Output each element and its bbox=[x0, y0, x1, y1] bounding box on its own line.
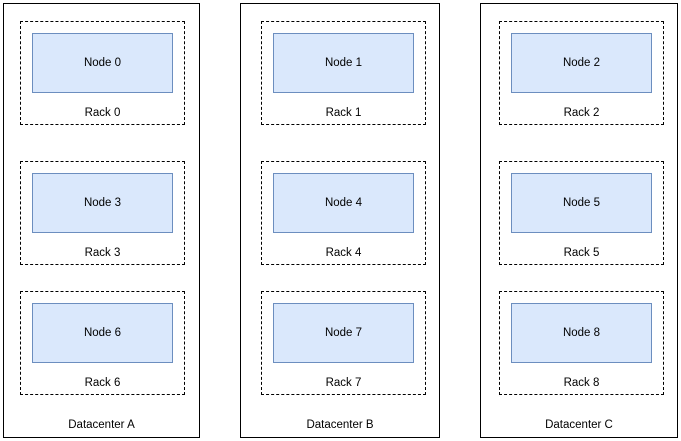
rack-label: Rack 5 bbox=[563, 247, 600, 259]
rack-container[interactable]: Node 6 Rack 6 bbox=[20, 291, 185, 395]
node-label: Node 2 bbox=[562, 57, 601, 69]
rack-container[interactable]: Node 0 Rack 0 bbox=[20, 21, 185, 125]
rack-container[interactable]: Node 2 Rack 2 bbox=[499, 21, 664, 125]
rack-container[interactable]: Node 1 Rack 1 bbox=[261, 21, 426, 125]
datacenter-container[interactable]: Node 2 Rack 2 Node 5 Rack 5 Node 8 Rack 8 Data… bbox=[480, 3, 678, 438]
datacenter-label: Datacenter C bbox=[545, 419, 613, 431]
rack-container[interactable]: Node 7 Rack 7 bbox=[261, 291, 426, 395]
node-label: Node 7 bbox=[324, 327, 363, 339]
rack-container[interactable]: Node 5 Rack 5 bbox=[499, 161, 664, 265]
rack-label: Rack 7 bbox=[325, 377, 362, 389]
rack-container[interactable]: Node 3 Rack 3 bbox=[20, 161, 185, 265]
node-box[interactable]: Node 8 bbox=[511, 303, 652, 363]
node-box[interactable]: Node 5 bbox=[511, 173, 652, 233]
rack-label: Rack 0 bbox=[84, 107, 121, 119]
rack-label: Rack 1 bbox=[325, 107, 362, 119]
node-box[interactable]: Node 2 bbox=[511, 33, 652, 93]
rack-label: Rack 4 bbox=[325, 247, 362, 259]
rack-label: Rack 8 bbox=[563, 377, 600, 389]
rack-label: Rack 3 bbox=[84, 247, 121, 259]
node-box[interactable]: Node 0 bbox=[32, 33, 173, 93]
rack-label: Rack 2 bbox=[563, 107, 600, 119]
node-box[interactable]: Node 4 bbox=[273, 173, 414, 233]
datacenter-label: Datacenter A bbox=[68, 419, 135, 431]
node-label: Node 0 bbox=[83, 57, 122, 69]
node-label: Node 3 bbox=[83, 197, 122, 209]
node-label: Node 4 bbox=[324, 197, 363, 209]
datacenter-container[interactable]: Node 1 Rack 1 Node 4 Rack 4 Node 7 Rack 7 Data… bbox=[240, 3, 440, 438]
node-label: Node 8 bbox=[562, 327, 601, 339]
node-label: Node 6 bbox=[83, 327, 122, 339]
node-box[interactable]: Node 6 bbox=[32, 303, 173, 363]
datacenter-label: Datacenter B bbox=[306, 419, 374, 431]
node-box[interactable]: Node 1 bbox=[273, 33, 414, 93]
node-box[interactable]: Node 7 bbox=[273, 303, 414, 363]
rack-label: Rack 6 bbox=[84, 377, 121, 389]
rack-container[interactable]: Node 8 Rack 8 bbox=[499, 291, 664, 395]
datacenter-container[interactable]: Node 0 Rack 0 Node 3 Rack 3 Node 6 Rack 6 Data… bbox=[3, 3, 200, 438]
node-label: Node 1 bbox=[324, 57, 363, 69]
node-label: Node 5 bbox=[562, 197, 601, 209]
node-box[interactable]: Node 3 bbox=[32, 173, 173, 233]
rack-container[interactable]: Node 4 Rack 4 bbox=[261, 161, 426, 265]
